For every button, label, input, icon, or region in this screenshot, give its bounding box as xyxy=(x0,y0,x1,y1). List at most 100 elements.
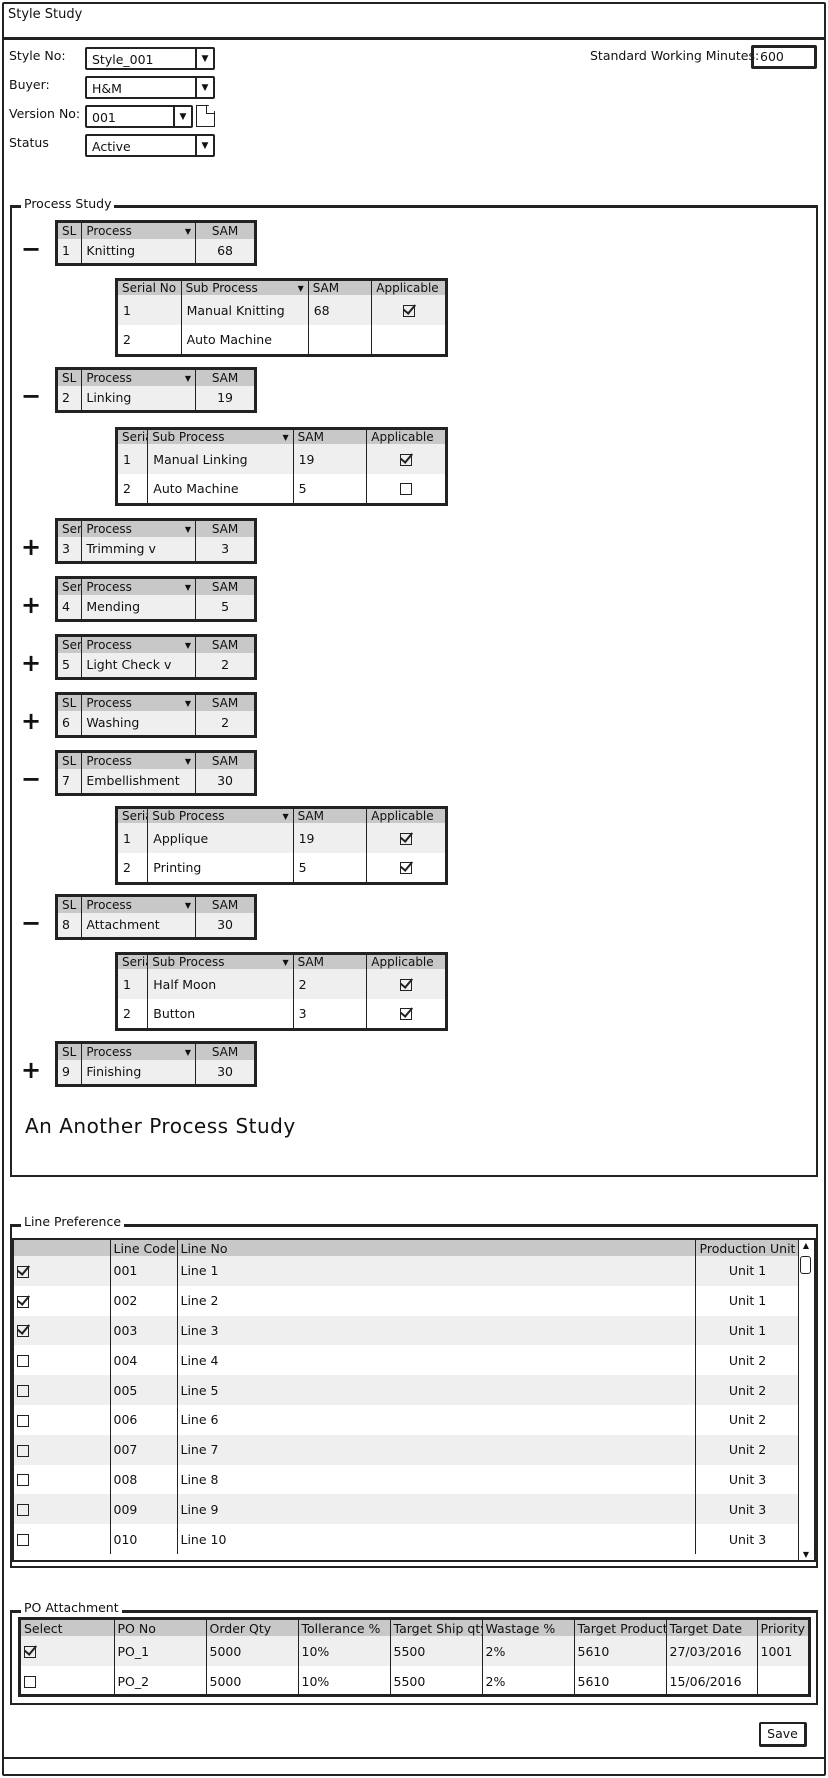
sub-process-sam[interactable] xyxy=(308,325,373,355)
applicable-cell[interactable] xyxy=(366,823,447,853)
checkbox[interactable] xyxy=(24,1676,36,1688)
line-select-cell[interactable] xyxy=(14,1404,111,1435)
sub-process-sam[interactable]: 3 xyxy=(293,999,368,1029)
checkbox[interactable] xyxy=(17,1325,29,1338)
swm-input[interactable]: 600 xyxy=(751,45,817,69)
scroll-thumb[interactable] xyxy=(800,1256,811,1274)
checkbox[interactable] xyxy=(400,454,413,466)
process-name[interactable]: Knitting xyxy=(81,238,197,265)
target-ship-qty[interactable]: 5500 xyxy=(390,1666,483,1694)
applicable-cell[interactable] xyxy=(367,999,447,1029)
sub-process-name[interactable]: Applique xyxy=(147,823,294,853)
sub-process-header[interactable]: Sub Process▼ xyxy=(181,279,309,295)
wastage[interactable]: 2% xyxy=(482,1666,575,1694)
process-header[interactable]: Process▼ xyxy=(81,693,197,711)
priority[interactable] xyxy=(757,1666,808,1694)
checkbox[interactable] xyxy=(17,1385,29,1398)
line-select-cell[interactable] xyxy=(14,1345,111,1376)
chevron-down-icon[interactable]: ▼ xyxy=(184,582,192,592)
line-select-cell[interactable] xyxy=(14,1524,111,1554)
po-no[interactable]: PO_2 xyxy=(114,1666,207,1694)
new-document-icon[interactable] xyxy=(196,105,215,127)
process-name[interactable]: Attachment xyxy=(81,912,197,939)
checkbox[interactable] xyxy=(17,1265,29,1278)
checkbox[interactable] xyxy=(17,1355,29,1368)
checkbox[interactable] xyxy=(400,833,413,845)
process-header[interactable]: Process▼ xyxy=(81,895,197,913)
checkbox[interactable] xyxy=(17,1504,29,1517)
process-header[interactable]: Process▼ xyxy=(81,577,197,595)
line-select-cell[interactable] xyxy=(14,1285,111,1316)
applicable-cell[interactable] xyxy=(366,969,447,999)
style-no-select[interactable]: Style_001 ▼ xyxy=(85,47,215,70)
checkbox[interactable] xyxy=(24,1646,36,1658)
sub-process-sam[interactable]: 2 xyxy=(293,969,368,999)
applicable-cell[interactable] xyxy=(367,474,447,504)
chevron-down-icon[interactable]: ▼ xyxy=(184,756,192,766)
process-header[interactable]: Process▼ xyxy=(81,635,197,653)
line-select-cell[interactable] xyxy=(14,1494,111,1525)
target-production[interactable]: 5610 xyxy=(574,1666,667,1694)
sub-process-header[interactable]: Sub Process▼ xyxy=(147,953,294,969)
line-select-cell[interactable] xyxy=(14,1375,111,1405)
process-name[interactable]: Washing xyxy=(81,710,197,737)
chevron-down-icon[interactable]: ▼ xyxy=(173,107,191,126)
chevron-down-icon[interactable]: ▼ xyxy=(282,433,289,442)
process-header[interactable]: Process▼ xyxy=(81,1042,197,1060)
checkbox[interactable] xyxy=(400,1008,413,1021)
chevron-down-icon[interactable]: ▼ xyxy=(195,49,213,68)
tolerance[interactable]: 10% xyxy=(298,1666,391,1694)
checkbox[interactable] xyxy=(402,305,415,317)
sub-process-name[interactable]: Manual Linking xyxy=(147,444,294,474)
sub-process-sam[interactable]: 68 xyxy=(308,295,373,325)
chevron-down-icon[interactable]: ▼ xyxy=(282,812,289,821)
po-select-cell[interactable] xyxy=(21,1636,115,1666)
tolerance[interactable]: 10% xyxy=(298,1636,391,1666)
sub-process-sam[interactable]: 19 xyxy=(293,823,368,853)
scroll-up-icon[interactable]: ▲ xyxy=(802,1241,810,1250)
po-select-cell[interactable] xyxy=(21,1666,115,1694)
chevron-down-icon[interactable]: ▼ xyxy=(184,226,192,236)
line-scrollbar[interactable]: ▲ ▼ xyxy=(798,1240,814,1560)
chevron-down-icon[interactable]: ▼ xyxy=(282,958,289,967)
line-select-cell[interactable] xyxy=(14,1315,111,1346)
target-production[interactable]: 5610 xyxy=(574,1636,667,1666)
chevron-down-icon[interactable]: ▼ xyxy=(184,1047,192,1057)
sub-process-name[interactable]: Button xyxy=(147,999,294,1029)
line-select-cell[interactable] xyxy=(14,1256,111,1286)
checkbox[interactable] xyxy=(400,862,413,875)
applicable-cell[interactable] xyxy=(367,853,447,883)
process-name[interactable]: Mending xyxy=(81,594,197,621)
wastage[interactable]: 2% xyxy=(482,1636,575,1666)
chevron-down-icon[interactable]: ▼ xyxy=(184,698,192,708)
sub-process-header[interactable]: Sub Process▼ xyxy=(147,807,294,823)
applicable-cell[interactable] xyxy=(371,295,447,325)
checkbox[interactable] xyxy=(400,979,413,991)
po-no[interactable]: PO_1 xyxy=(114,1636,207,1666)
checkbox[interactable] xyxy=(17,1414,29,1427)
expand-toggle-7[interactable]: − xyxy=(21,765,42,793)
chevron-down-icon[interactable]: ▼ xyxy=(184,524,192,534)
buyer-select[interactable]: H&M ▼ xyxy=(85,76,215,99)
checkbox[interactable] xyxy=(17,1534,29,1547)
order-qty[interactable]: 5000 xyxy=(206,1666,299,1694)
chevron-down-icon[interactable]: ▼ xyxy=(195,78,213,97)
sub-process-sam[interactable]: 5 xyxy=(293,474,368,504)
expand-toggle-2[interactable]: − xyxy=(21,382,42,410)
